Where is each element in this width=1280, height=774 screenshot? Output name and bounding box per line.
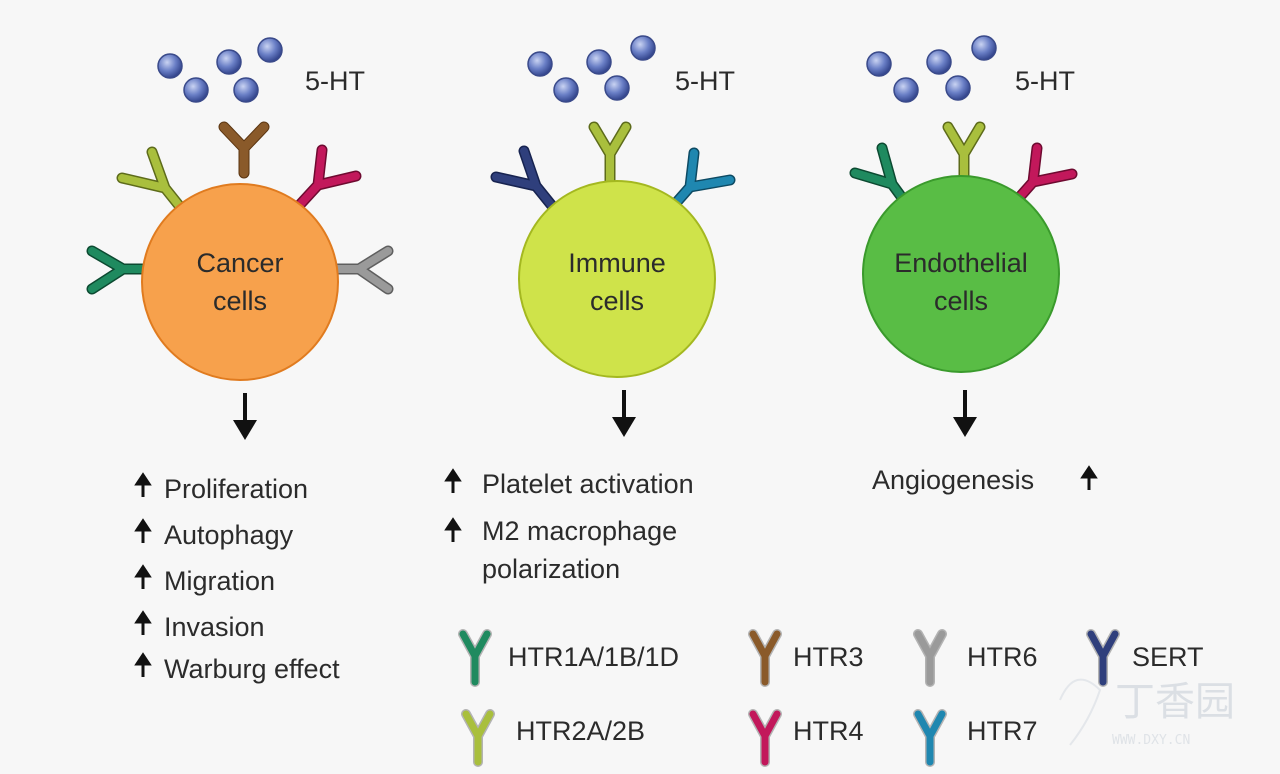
cell-label-cancer-line1: Cancer <box>196 248 283 278</box>
serotonin-molecules-immune <box>527 35 656 103</box>
legend-item: HTR7 <box>913 709 1038 767</box>
receptor-shape <box>219 122 269 178</box>
effect-text: Autophagy <box>164 520 294 550</box>
effect-item: Platelet activation <box>444 468 694 499</box>
effect-item: Invasion <box>134 610 265 642</box>
legend-item: HTR1A/1B/1D <box>458 629 679 687</box>
up-arrow-icon <box>1080 465 1098 490</box>
receptor-htr4-cancer <box>289 144 362 216</box>
effects-immune: Platelet activation M2 macrophage polari… <box>444 468 694 584</box>
receptor-icon <box>459 630 491 686</box>
up-arrow-icon <box>134 610 152 635</box>
effect-text: Platelet activation <box>482 469 694 499</box>
effect-text: Warburg effect <box>164 654 340 684</box>
down-arrow-cancer <box>233 393 257 440</box>
receptor-icon <box>914 710 946 766</box>
effect-text: Invasion <box>164 612 265 642</box>
effect-item: Angiogenesis <box>872 465 1098 495</box>
legend-item: HTR2A/2B <box>461 709 645 767</box>
serotonin-label-endothelial: 5-HT <box>1015 66 1075 96</box>
watermark-text: 丁香园 <box>1115 679 1235 725</box>
effect-text: Proliferation <box>164 474 308 504</box>
legend-label: HTR3 <box>793 642 864 672</box>
effect-text: Angiogenesis <box>872 465 1034 495</box>
cell-label-immune-line1: Immune <box>568 248 666 278</box>
watermark: 丁香园 WWW.DXY.CN <box>1059 678 1235 748</box>
up-arrow-icon <box>444 468 462 493</box>
legend-item: SERT <box>1086 629 1204 687</box>
up-arrow-icon <box>134 564 152 589</box>
effects-endothelial: Angiogenesis <box>872 465 1098 495</box>
cell-label-cancer-line2: cells <box>213 286 267 316</box>
watermark-subtext: WWW.DXY.CN <box>1112 733 1190 748</box>
up-arrow-icon <box>444 517 462 542</box>
cell-label-immune-line2: cells <box>590 286 644 316</box>
legend-label: HTR7 <box>967 716 1038 746</box>
legend-label: SERT <box>1132 642 1204 672</box>
up-arrow-icon <box>134 652 152 677</box>
cancer-cell <box>141 183 339 381</box>
effect-text-continued: polarization <box>482 554 620 584</box>
legend-label: HTR1A/1B/1D <box>508 642 679 672</box>
effect-item: Warburg effect <box>134 652 340 684</box>
receptor-icon <box>914 630 946 686</box>
immune-cell <box>518 180 716 378</box>
receptor-htr2-cancer <box>116 146 191 219</box>
receptor-icon <box>749 710 781 766</box>
receptor-htr2-immune <box>588 121 632 192</box>
effect-item: Migration <box>134 564 275 596</box>
up-arrow-icon <box>134 518 152 543</box>
down-arrow-immune <box>612 390 636 437</box>
serotonin-label-immune: 5-HT <box>675 66 735 96</box>
effects-cancer: Proliferation Autophagy Migration Invasi… <box>134 472 340 684</box>
receptor-icon <box>462 710 494 766</box>
legend-label: HTR6 <box>967 642 1038 672</box>
watermark-flower-icon <box>1059 678 1102 746</box>
receptor-icon <box>749 630 781 686</box>
legend-label: HTR4 <box>793 716 864 746</box>
panel-immune: 5-HT Immune cells Platelet activation <box>444 35 736 584</box>
legend-label: HTR2A/2B <box>516 716 645 746</box>
serotonin-molecules-endothelial <box>866 35 997 103</box>
legend-item: HTR4 <box>748 709 864 767</box>
receptor-htr3-cancer <box>218 121 270 179</box>
down-arrow-endothelial <box>953 390 977 437</box>
effect-item: Proliferation <box>134 472 308 504</box>
legend-item: HTR6 <box>913 629 1038 687</box>
effect-item: M2 macrophage polarization <box>444 516 677 584</box>
endothelial-cell <box>862 175 1060 373</box>
serotonin-molecules-cancer <box>157 37 283 103</box>
effect-text: M2 macrophage <box>482 516 677 546</box>
serotonin-label-cancer: 5-HT <box>305 66 365 96</box>
receptor-sert-immune <box>490 145 563 218</box>
up-arrow-icon <box>134 472 152 497</box>
effect-text: Migration <box>164 566 275 596</box>
legend: HTR1A/1B/1D HTR3 HTR6 SERT HTR2A/2B HTR4 HTR7 <box>458 629 1204 767</box>
panel-cancer: 5-HT Cancer cells <box>86 37 394 684</box>
effect-item: Autophagy <box>134 518 294 550</box>
cell-label-endothelial-line2: cells <box>934 286 988 316</box>
legend-item: HTR3 <box>748 629 864 687</box>
cell-label-endothelial-line1: Endothelial <box>894 248 1028 278</box>
receptor-icon <box>1087 630 1119 686</box>
panel-endothelial: 5-HT Endothelial cells Angiogenesis <box>849 35 1098 495</box>
